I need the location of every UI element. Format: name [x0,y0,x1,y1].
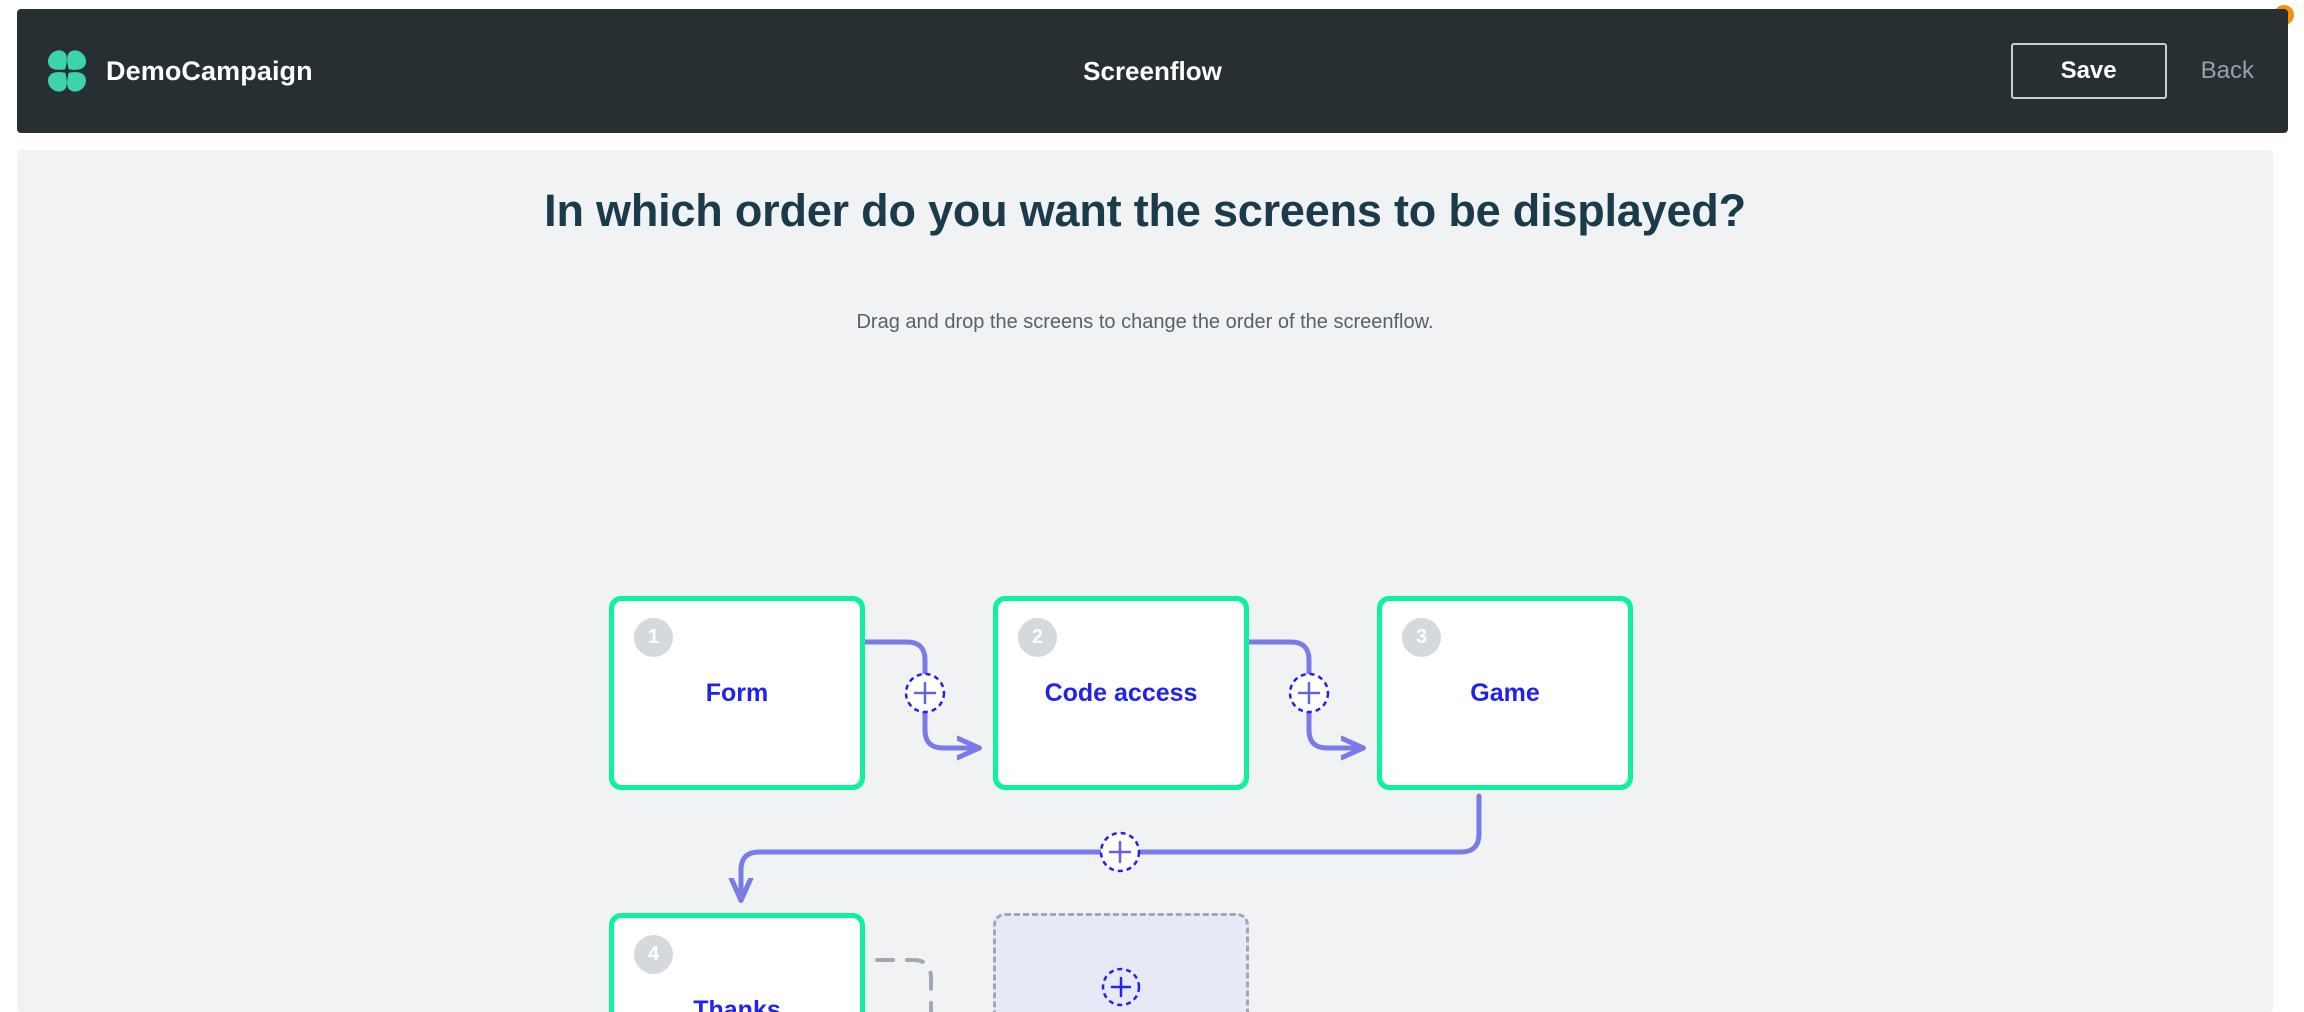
save-button[interactable]: Save [2010,43,2167,99]
page-subtitle: Drag and drop the screens to change the … [856,311,1434,333]
card-order-badge: 1 [634,618,673,657]
card-inner: 2 Code access [998,601,1244,785]
card-label: Game [1470,679,1540,707]
card-order-badge: 2 [1018,618,1057,657]
clover-logo-icon [44,48,90,94]
brand-name: DemoCampaign [106,55,313,86]
app-header: DemoCampaign Screenflow Save Back [17,9,2288,133]
back-button[interactable]: Back [2195,45,2260,97]
card-inner: 4 Thanks [614,918,860,1012]
card-inner: 1 Form [614,601,860,785]
insert-handle-code-access-game[interactable] [1287,671,1331,715]
main-panel: In which order do you want the screens t… [17,150,2273,1012]
page-title: In which order do you want the screens t… [544,185,1746,236]
add-new-card[interactable]: Add new [993,913,1249,1012]
screen-card-game[interactable]: 3 Game [1377,596,1633,790]
plus-circle-dashed-icon [1100,966,1142,1012]
page-title-header: Screenflow [1083,55,1222,86]
card-label: Form [705,679,769,707]
card-order-badge: 3 [1402,618,1441,657]
card-inner: 3 Game [1382,601,1628,785]
header-actions: Save Back [2010,9,2260,133]
brand-block[interactable]: DemoCampaign [44,9,313,133]
connector-thanks-to-add-new [875,958,933,1012]
card-label: Thanks [693,996,781,1012]
card-label: Code access [1044,679,1198,707]
card-order-badge: 4 [634,935,673,974]
window-top-strip [0,0,2304,9]
insert-handle-form-code-access[interactable] [903,671,947,715]
screen-card-thanks[interactable]: 4 Thanks [609,913,865,1012]
insert-handle-game-thanks[interactable] [1098,830,1142,874]
screen-card-form[interactable]: 1 Form [609,596,865,790]
screen-card-code-access[interactable]: 2 Code access [993,596,1249,790]
screenflow-canvas: 1 Form 2 Code access 3 Game [17,400,2273,1012]
